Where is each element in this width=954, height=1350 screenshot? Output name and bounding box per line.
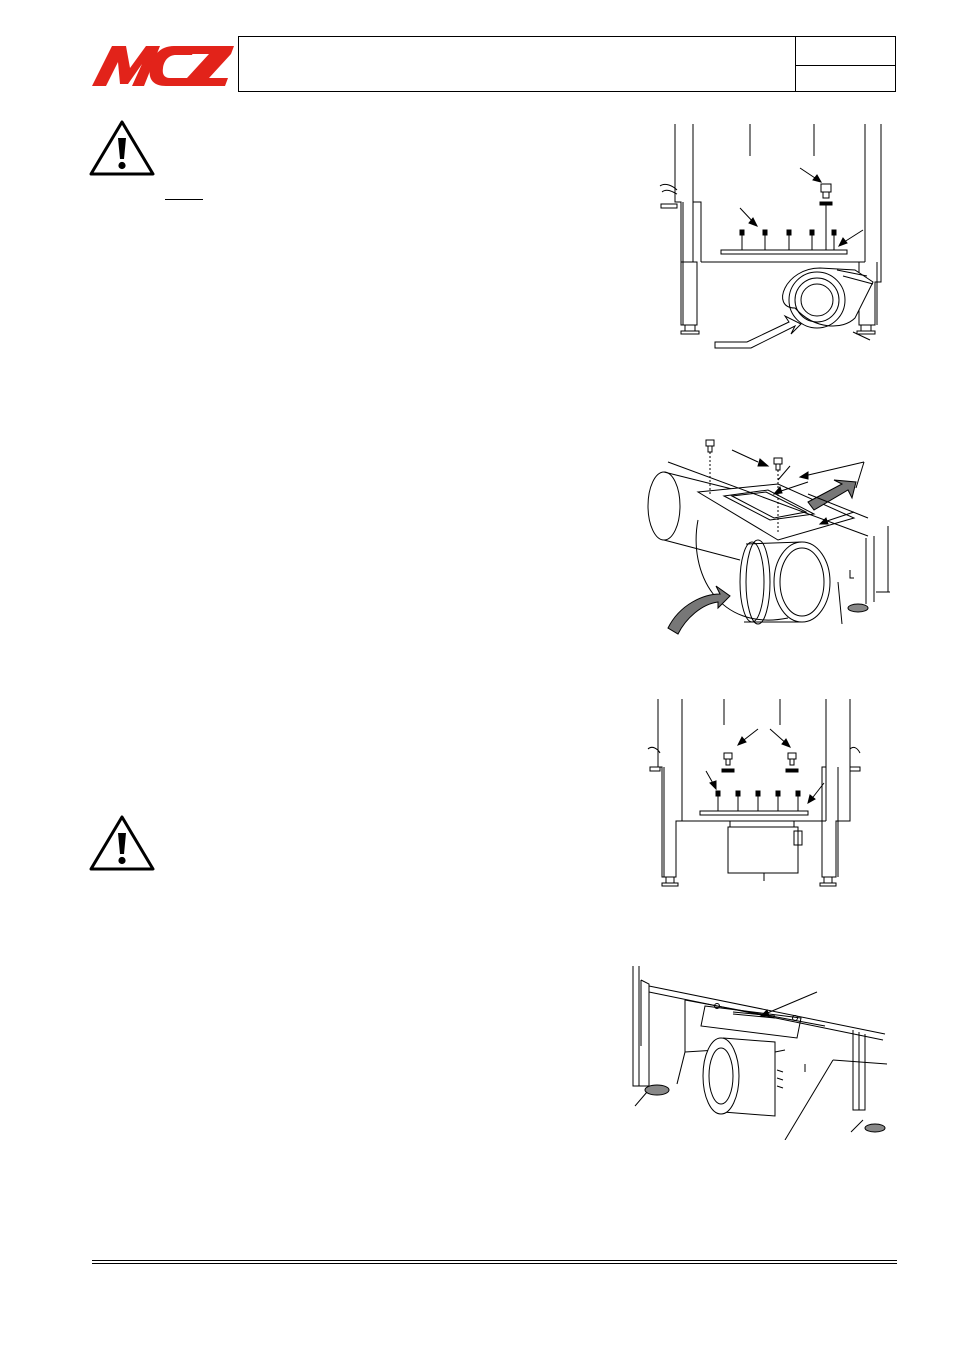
figure-fan-duct-perspective [628, 432, 900, 644]
header-frame [238, 36, 896, 92]
brand-logo [88, 38, 236, 94]
footer-rule [92, 1260, 897, 1262]
header-ref-cell-bottom [795, 66, 896, 92]
mcz-logo-icon [92, 46, 234, 86]
note-underline [165, 199, 203, 201]
footer-rule [92, 1263, 897, 1264]
figure-stove-base-underside [625, 960, 895, 1140]
warning-triangle-icon [89, 120, 155, 176]
figure-stove-base-box [640, 695, 865, 890]
warning-triangle-icon [89, 815, 155, 871]
header-ref-cell-top [795, 36, 896, 66]
figure-stove-base-fan [645, 120, 890, 352]
